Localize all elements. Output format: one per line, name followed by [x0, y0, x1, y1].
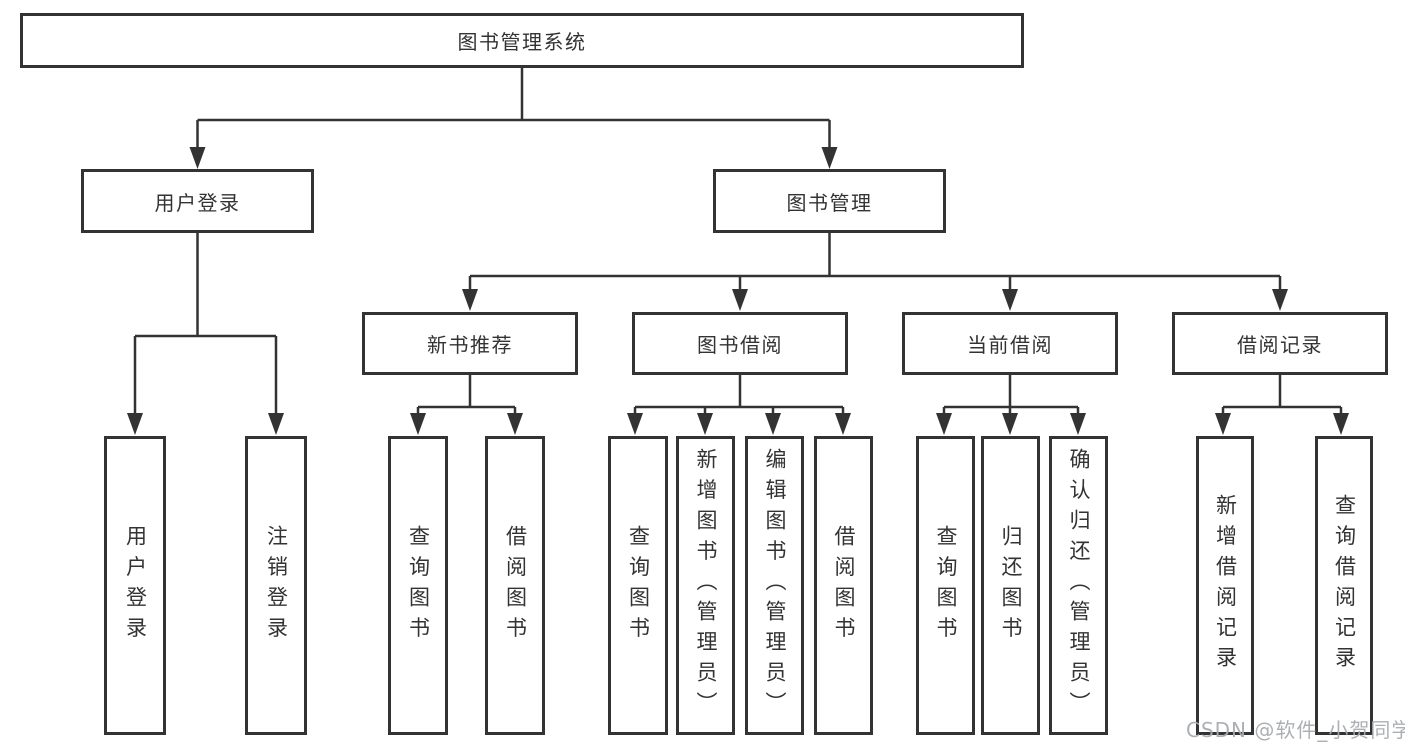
node-label: 用户登录: [154, 190, 241, 215]
arrowhead-icon: [1002, 289, 1018, 311]
node-label: 借阅图书: [503, 524, 528, 647]
leaf-confirm-return-admin: 确认归还（管理员）: [1049, 436, 1108, 735]
node-label: 归还图书: [999, 524, 1023, 647]
connector-shafts: [133, 68, 1343, 417]
node-current-borrowing: 当前借阅: [902, 312, 1118, 375]
node-label: 查询借阅记录: [1332, 494, 1357, 677]
arrowhead-icon: [765, 413, 781, 435]
leaf-add-borrow-record: 新增借阅记录: [1196, 436, 1254, 735]
arrowhead-icon: [821, 147, 838, 169]
arrowhead-icon: [697, 413, 713, 435]
leaf-query-books-2: 查询图书: [608, 436, 668, 735]
node-label: 图书管理系统: [457, 30, 587, 54]
node-new-book-recommendation: 新书推荐: [362, 312, 578, 375]
arrowhead-icon: [268, 413, 284, 435]
node-label: 图书借阅: [697, 333, 783, 357]
leaf-user-login: 用户登录: [104, 436, 166, 735]
arrowhead-icon: [627, 413, 643, 435]
node-label: 新书推荐: [427, 333, 513, 357]
leaf-query-borrow-record: 查询借阅记录: [1315, 436, 1373, 735]
arrowhead-icon: [1002, 413, 1018, 435]
leaf-return-books: 归还图书: [981, 436, 1040, 735]
node-root-library-management-system: 图书管理系统: [20, 13, 1024, 68]
arrowhead-icon: [462, 289, 478, 311]
node-label: 编辑图书（管理员）: [763, 448, 787, 723]
arrowhead-icon: [410, 413, 426, 435]
leaf-query-books-1: 查询图书: [388, 436, 448, 735]
node-label: 借阅图书: [832, 524, 856, 647]
leaf-add-books-admin: 新增图书（管理员）: [676, 436, 735, 735]
node-user-login: 用户登录: [81, 169, 314, 233]
node-label: 注销登录: [264, 524, 289, 647]
arrowhead-icon: [1272, 289, 1288, 311]
arrowhead-icon: [127, 413, 143, 435]
node-label: 借阅记录: [1237, 333, 1323, 357]
node-label: 新增图书（管理员）: [694, 448, 718, 723]
node-book-borrowing: 图书借阅: [632, 312, 848, 375]
leaf-query-books-3: 查询图书: [916, 436, 975, 735]
arrowheads: [127, 147, 1349, 435]
arrowhead-icon: [936, 413, 952, 435]
node-label: 确认归还（管理员）: [1067, 448, 1091, 723]
leaf-borrow-books-2: 借阅图书: [814, 436, 873, 735]
leaf-logout: 注销登录: [245, 436, 307, 735]
arrowhead-icon: [732, 289, 748, 311]
arrowhead-icon: [189, 147, 206, 169]
arrowhead-icon: [507, 413, 523, 435]
arrowhead-icon: [1215, 413, 1231, 435]
node-label: 查询图书: [406, 524, 431, 647]
arrowhead-icon: [1070, 413, 1086, 435]
node-book-management: 图书管理: [713, 169, 946, 233]
node-label: 用户登录: [123, 524, 148, 647]
arrowhead-icon: [1333, 413, 1349, 435]
node-label: 新增借阅记录: [1213, 494, 1238, 677]
node-borrowing-records: 借阅记录: [1172, 312, 1388, 375]
arrowhead-icon: [835, 413, 851, 435]
node-label: 查询图书: [934, 524, 958, 647]
leaf-edit-books-admin: 编辑图书（管理员）: [745, 436, 804, 735]
leaf-borrow-books-1: 借阅图书: [485, 436, 545, 735]
node-label: 图书管理: [786, 190, 873, 215]
node-label: 当前借阅: [967, 333, 1053, 357]
csdn-watermark: CSDN @软件_小贺同学: [1186, 718, 1405, 742]
node-label: 查询图书: [626, 524, 651, 647]
